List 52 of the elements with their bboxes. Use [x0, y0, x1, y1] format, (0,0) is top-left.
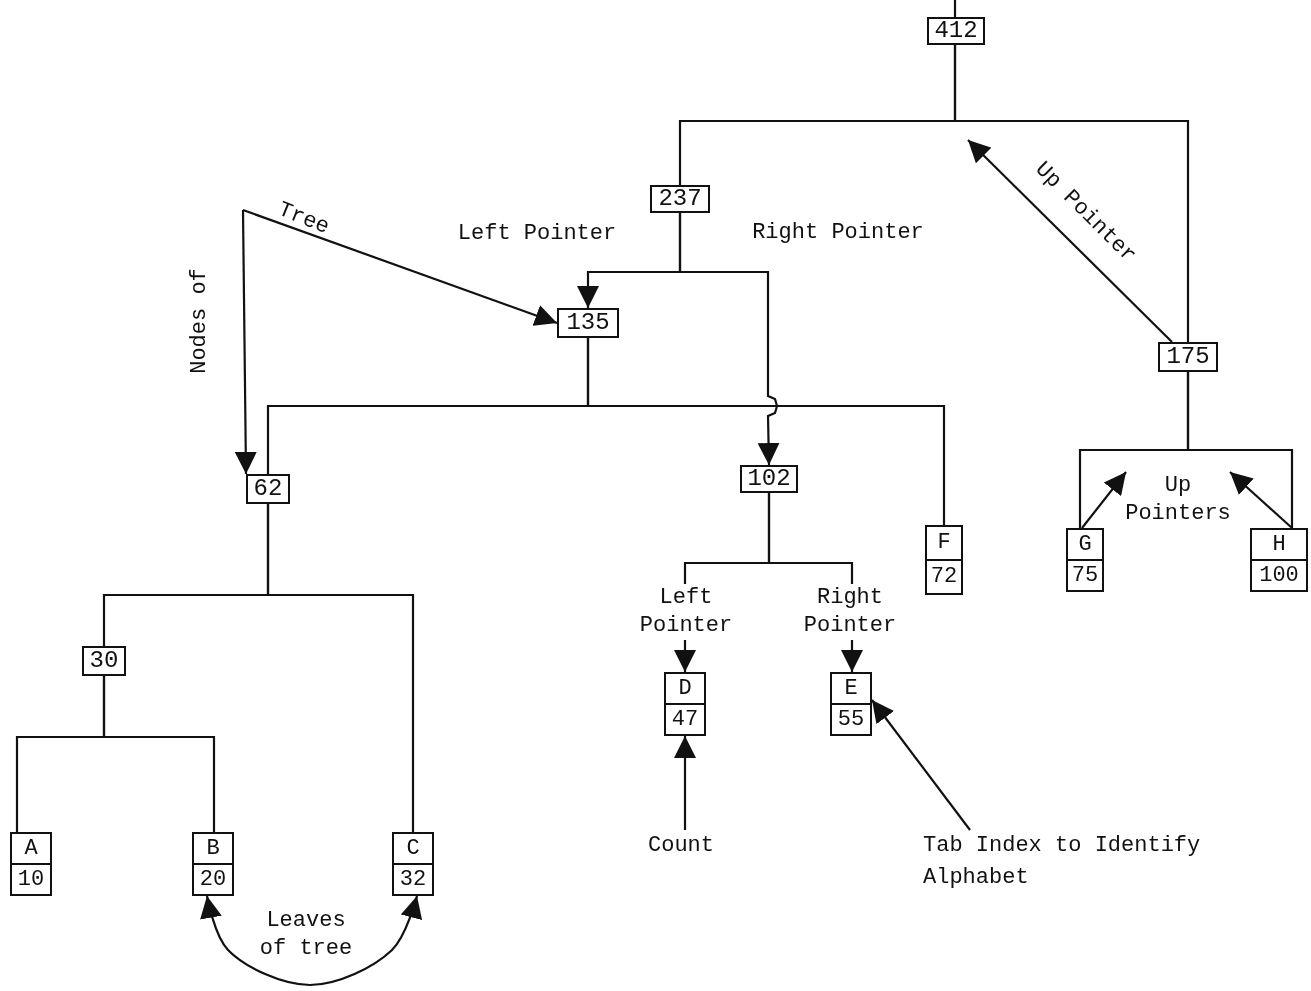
leaf-letter: C	[405, 834, 421, 863]
annotation-text: Up Pointers	[1122, 472, 1234, 528]
annotation-text: Count	[648, 830, 744, 862]
arrow	[871, 699, 971, 831]
tree-branch-line	[1186, 372, 1294, 528]
arrow	[242, 208, 558, 326]
leaf-count: 55	[832, 703, 870, 734]
leaf-count: 100	[1252, 559, 1306, 590]
annotation-text: Tree	[273, 196, 334, 242]
leaf-node-box	[392, 832, 434, 896]
arrow	[234, 210, 257, 474]
tree-node-box: 175	[1158, 342, 1218, 372]
tree-branch-line	[266, 504, 415, 832]
leaf-letter: D	[677, 674, 693, 703]
leaf-letter: F	[936, 529, 952, 557]
arrow	[1229, 471, 1293, 529]
edge-label: Leaves of tree	[258, 907, 354, 963]
tree-branch-line	[953, 0, 957, 17]
annotation-text: Nodes of	[185, 268, 213, 374]
leaf-node-box	[925, 525, 963, 595]
leaf-node-box	[830, 672, 872, 736]
arrow	[674, 736, 696, 830]
tree-node-box: 62	[246, 474, 290, 504]
arrow	[1081, 471, 1127, 529]
leaf-node-box	[10, 832, 52, 896]
leaf-count: 75	[1068, 559, 1102, 590]
leaf-node-box	[664, 672, 706, 736]
leaf-count: 10	[12, 863, 50, 894]
leaf-node-box	[1066, 528, 1104, 592]
leaf-letter: G	[1077, 530, 1093, 559]
tree-node-box: 30	[82, 646, 126, 676]
arrow	[678, 213, 780, 466]
leaf-letter: A	[23, 834, 39, 863]
tree-node-box: 135	[557, 308, 619, 338]
tree-node-box: 102	[740, 465, 798, 493]
leaf-count: 47	[666, 703, 704, 734]
leaf-letter: E	[843, 674, 859, 703]
leaf-count: 32	[394, 863, 432, 894]
tree-branch-line	[102, 676, 216, 832]
leaf-letter: B	[205, 834, 221, 863]
tree-branch-line	[953, 45, 1190, 342]
leaf-count: 20	[194, 863, 232, 894]
leaf-node-box	[192, 832, 234, 896]
tree-node-box: 237	[650, 185, 710, 213]
leaf-count: 72	[927, 559, 961, 593]
tree-branch-line	[586, 338, 946, 525]
arrow	[967, 139, 1173, 343]
leaf-node-box	[1250, 528, 1308, 592]
leaf-letter: H	[1271, 530, 1287, 559]
annotation-text: Tab Index to Identify Alphabet	[923, 830, 1243, 894]
tree-node-box: 412	[927, 17, 985, 45]
curved-double-arrow	[200, 895, 422, 987]
